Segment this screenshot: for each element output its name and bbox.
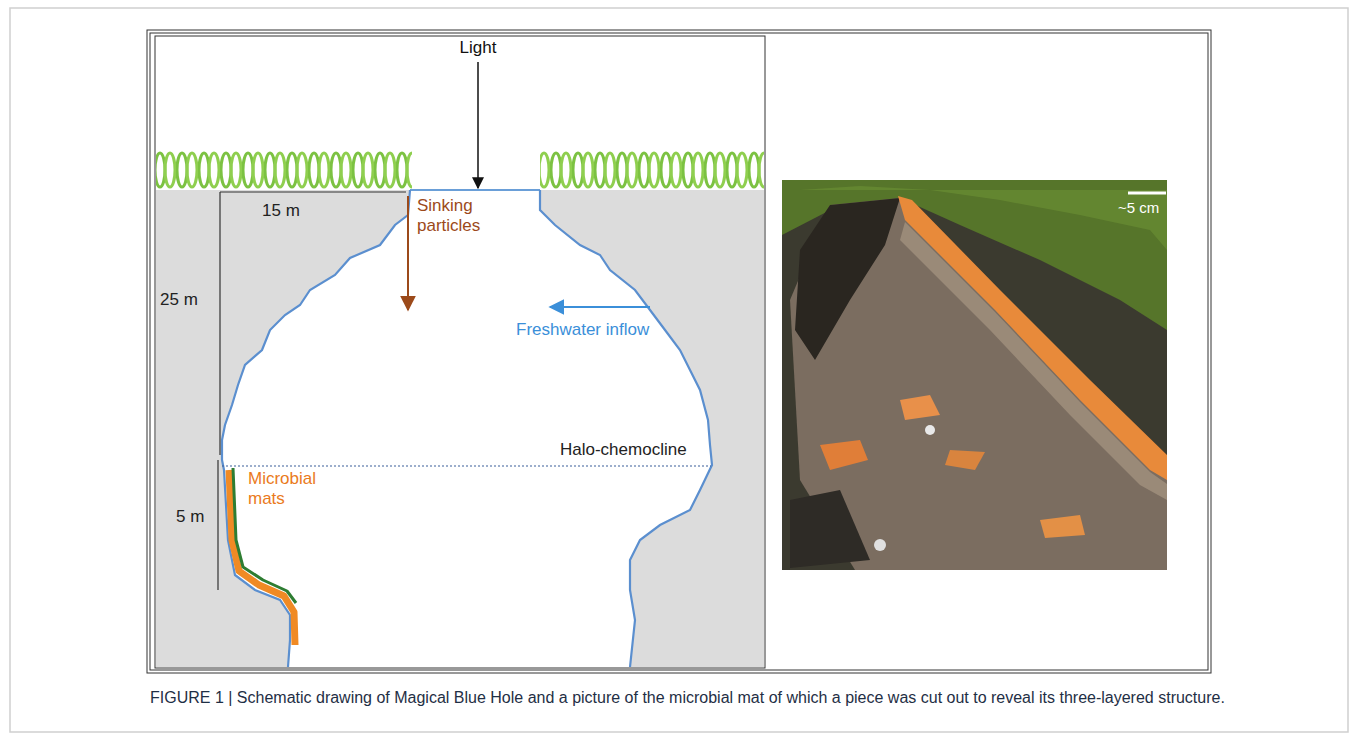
label: Light <box>448 38 508 58</box>
ground <box>156 190 764 667</box>
dimension-line <box>217 460 218 590</box>
label: Microbial mats <box>248 469 328 510</box>
photo-mat-flake <box>900 395 940 420</box>
grass <box>540 150 764 190</box>
hole-wall <box>540 190 712 667</box>
photo-mat-flake <box>820 440 868 470</box>
photo-cut-section <box>790 198 1167 570</box>
page-frame <box>10 8 1348 732</box>
label: ~5 cm <box>1118 199 1159 217</box>
photo-grey-layer <box>900 222 1167 500</box>
halo-chemocline-line <box>222 465 711 466</box>
photo-pebble <box>925 425 935 435</box>
hole-interior <box>222 190 712 667</box>
sinking-arrow <box>407 196 409 310</box>
hole-wall <box>222 190 410 667</box>
photo-shadow <box>795 198 900 360</box>
photo-rock <box>790 490 870 568</box>
grass <box>156 150 412 190</box>
water-surface <box>410 189 540 191</box>
inflow-arrow <box>550 306 650 308</box>
photo-mat-flake <box>1040 515 1085 538</box>
label: 5 m <box>176 507 204 527</box>
light-arrow <box>477 62 479 188</box>
label: 15 m <box>262 201 300 221</box>
photo-orange-layer <box>898 196 1167 480</box>
label: Freshwater inflow <box>516 320 649 340</box>
dimension-line <box>220 191 406 192</box>
figure-caption: FIGURE 1 | Schematic drawing of Magical … <box>150 688 1330 709</box>
photo-mat-flake <box>945 450 985 470</box>
figure-frame <box>150 33 1208 670</box>
photo-pebble <box>874 539 886 551</box>
label: Halo-chemocline <box>560 440 687 460</box>
figure-frame <box>147 30 1211 673</box>
photo-background <box>782 180 1167 570</box>
dimension-line <box>219 192 220 455</box>
scale-bar <box>1128 192 1166 195</box>
label: Sinking particles <box>417 196 507 237</box>
panel-frame <box>155 36 765 668</box>
mat-top-layer <box>233 468 296 603</box>
label: 25 m <box>160 290 198 310</box>
